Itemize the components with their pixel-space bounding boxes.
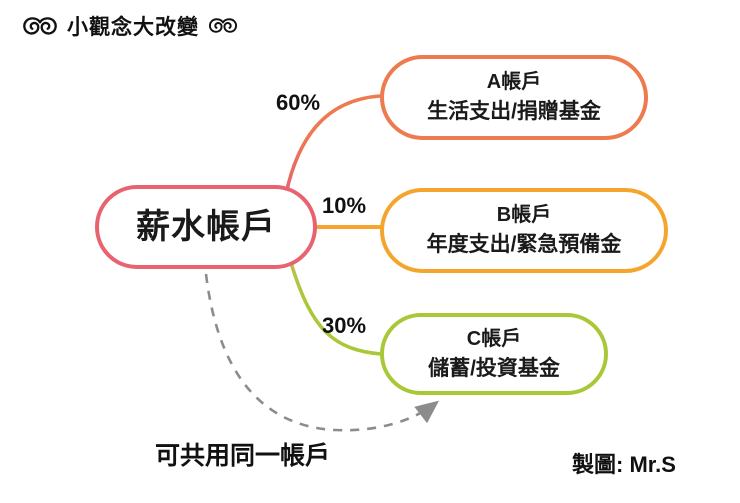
percent-label-c: 30%	[322, 313, 367, 338]
root-node-salary-account: 薪水帳戶	[95, 185, 317, 269]
branch-line-c	[290, 264, 383, 356]
node-account-a: A帳戶 生活支出/捐贈基金	[380, 55, 648, 140]
page-header: 小觀念大改變	[22, 11, 238, 41]
node-account-b: B帳戶 年度支出/緊急預備金	[380, 188, 668, 273]
percent-label-b: 10%	[322, 193, 367, 218]
shared-account-note: 可共用同一帳戶	[155, 442, 331, 470]
branch-line-a	[284, 94, 382, 196]
credit-label: 製圖: Mr.S	[572, 452, 676, 477]
percent-label-a: 60%	[276, 90, 321, 115]
root-node-label: 薪水帳戶	[136, 207, 276, 246]
node-account-c: C帳戶 儲蓄/投資基金	[380, 313, 608, 395]
account-b-name: B帳戶	[496, 204, 552, 227]
swirl-ornament-left-icon	[23, 16, 57, 35]
account-c-description: 儲蓄/投資基金	[428, 356, 560, 380]
account-b-description: 年度支出/緊急預備金	[426, 233, 622, 257]
account-a-name: A帳戶	[486, 71, 542, 94]
swirl-ornament-right-icon	[208, 18, 238, 33]
account-a-description: 生活支出/捐贈基金	[427, 100, 601, 124]
page-title: 小觀念大改變	[67, 16, 199, 39]
account-c-name: C帳戶	[466, 327, 522, 350]
dashed-arrow	[204, 273, 440, 432]
